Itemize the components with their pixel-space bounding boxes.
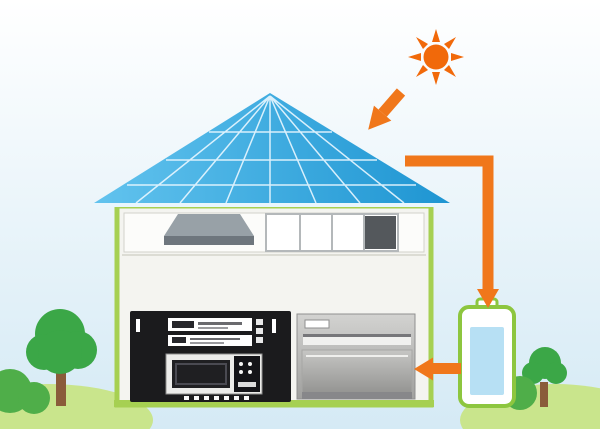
- sunlight-arrow: [368, 88, 406, 130]
- kitchen-appliance-unit: [130, 311, 291, 402]
- base-button: [214, 396, 219, 400]
- window-dark-pane: [365, 216, 396, 249]
- tree-right: [522, 347, 567, 407]
- battery-to-home-arrow-shaft: [433, 363, 461, 374]
- range-hood-canopy: [164, 214, 254, 236]
- battery-to-home-arrow: [414, 357, 461, 381]
- floor-divider-line: [122, 254, 426, 256]
- window-mullions: [299, 215, 365, 250]
- roof-to-battery-arrow: [405, 155, 499, 308]
- appliance-handle-left: [136, 319, 140, 332]
- sun-ray: [451, 53, 464, 61]
- display-line: [198, 322, 242, 325]
- sun-ray: [444, 37, 456, 49]
- tree-left-foliage: [38, 330, 82, 374]
- bush-left-blob: [18, 382, 50, 414]
- sun-ray: [416, 37, 428, 49]
- tree-right-foliage: [545, 362, 567, 384]
- base-button: [244, 396, 249, 400]
- dishwasher-door-line: [306, 355, 408, 357]
- tree-left-trunk: [56, 364, 66, 406]
- battery-to-home-arrow-head: [414, 357, 433, 381]
- oven-button: [248, 370, 252, 374]
- sun-ray: [444, 65, 456, 77]
- storage-battery: [458, 297, 516, 408]
- battery-charge-fill: [470, 327, 504, 395]
- dishwasher: [296, 313, 416, 400]
- display-readout: [172, 337, 186, 343]
- oven-window-inset: [175, 363, 227, 385]
- sun-core: [423, 44, 449, 70]
- oven-button: [248, 362, 252, 366]
- roof-panels: [94, 93, 450, 203]
- display-line: [190, 338, 240, 340]
- sun-ray: [432, 72, 440, 85]
- oven-button: [239, 370, 243, 374]
- bush-left: [0, 369, 50, 414]
- sun-ray: [408, 53, 421, 61]
- panel-button: [256, 319, 263, 325]
- range-hood-front: [164, 236, 254, 245]
- base-button: [224, 396, 229, 400]
- display-line: [190, 342, 224, 344]
- roof-to-battery-arrow-head: [477, 289, 499, 308]
- window: [265, 213, 399, 252]
- sun-ray: [416, 65, 428, 77]
- base-button: [194, 396, 199, 400]
- sun-icon: [408, 29, 464, 85]
- house-ground-sill: [114, 400, 434, 407]
- tree-right-trunk: [540, 382, 548, 407]
- sunlight-arrow-shaft: [378, 88, 406, 117]
- range-hood: [164, 214, 254, 245]
- display-readout: [172, 321, 194, 328]
- sunlight-arrow-head: [368, 105, 392, 130]
- panel-button: [256, 328, 263, 334]
- base-button: [234, 396, 239, 400]
- base-button: [204, 396, 209, 400]
- appliance-handle-right: [272, 319, 276, 333]
- tree-left: [26, 309, 97, 406]
- oven-handle-bar: [238, 382, 256, 387]
- base-button: [184, 396, 189, 400]
- solar-panel-roof: [94, 93, 450, 207]
- sun-ray: [432, 29, 440, 42]
- dishwasher-groove-shadow: [303, 334, 411, 337]
- dishwasher-groove: [303, 337, 411, 345]
- display-line: [198, 327, 228, 329]
- panel-button: [256, 337, 263, 343]
- dishwasher-door: [301, 349, 413, 395]
- display-panel-bottom: [168, 335, 252, 346]
- house: [114, 203, 434, 408]
- solar-panel-grid: [127, 95, 416, 204]
- roof-fascia: [94, 203, 450, 207]
- oven-button: [239, 362, 243, 366]
- dishwasher-kickplate: [302, 392, 412, 399]
- roof-to-battery-arrow-shaft: [405, 155, 494, 291]
- dishwasher-handle: [304, 319, 330, 329]
